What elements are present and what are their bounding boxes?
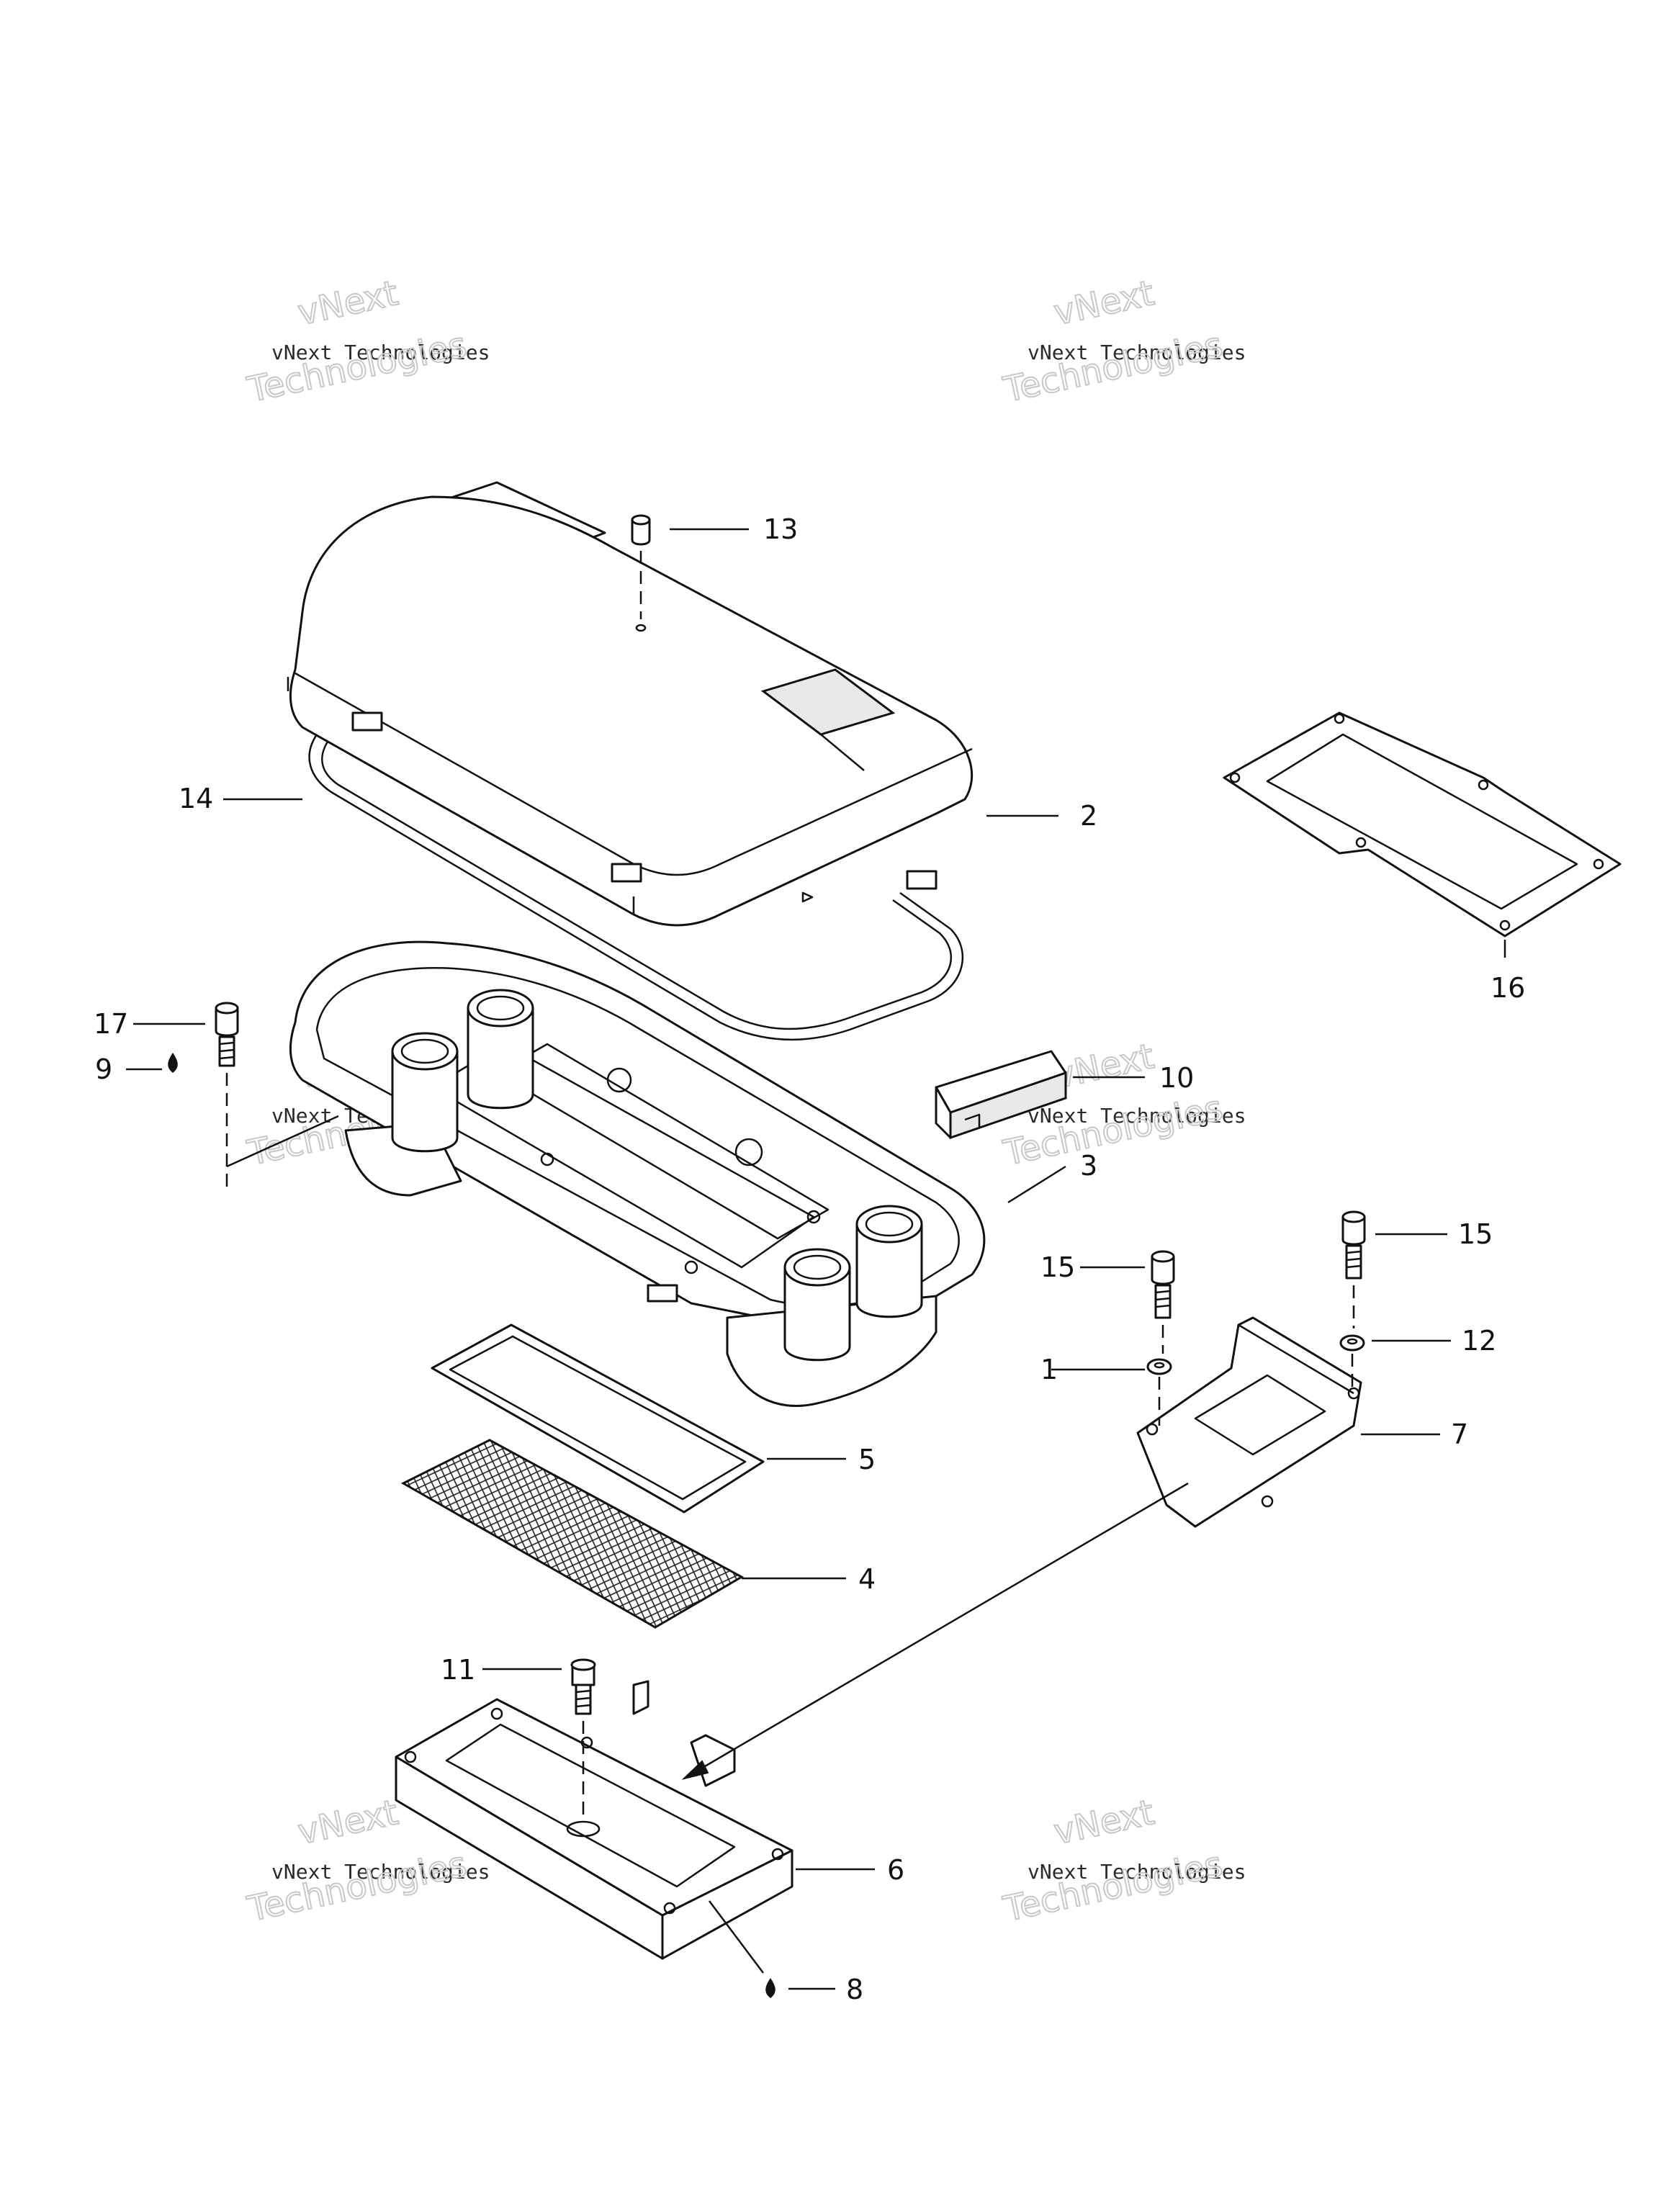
callout-15-right: 15 (1458, 1218, 1493, 1250)
svg-text:Technologies: Technologies (244, 1844, 470, 1930)
plug-part-13 (631, 514, 651, 632)
callout-15-left: 15 (1040, 1251, 1075, 1283)
leader-lines (126, 528, 1506, 1990)
svg-text:vNext: vNext (295, 1792, 402, 1853)
svg-text:Technologies: Technologies (244, 325, 470, 410)
callout-10: 10 (1159, 1062, 1194, 1094)
thread-locker-drop-icon-9 (168, 1053, 178, 1073)
svg-text:vNext Technologies: vNext Technologies (271, 1860, 490, 1884)
cover-part-2 (287, 481, 974, 927)
callout-8: 8 (846, 1974, 863, 2005)
svg-text:vNext: vNext (1051, 1792, 1158, 1853)
tray-part-6 (395, 1680, 793, 1960)
base-part-3 (289, 940, 986, 1407)
lockwasher-part-12 (1339, 1334, 1365, 1390)
callout-14: 14 (179, 783, 213, 814)
callout-11: 11 (441, 1654, 475, 1686)
callout-5: 5 (858, 1444, 876, 1475)
callout-9: 9 (95, 1053, 112, 1085)
callout-13: 13 (763, 513, 798, 545)
svg-text:vNext Technologies: vNext Technologies (1028, 341, 1246, 364)
callout-7: 7 (1451, 1419, 1468, 1450)
watermark-bottom-right: vNext vNext Technologies Technologies (999, 1791, 1246, 1930)
gasket-part-5 (431, 1323, 765, 1514)
watermark-top-left: vNext vNext Technologies Technologies (243, 272, 490, 411)
filter-part-4 (400, 1439, 745, 1629)
svg-text:Technologies: Technologies (1000, 325, 1226, 410)
seal-part-14 (308, 734, 964, 1041)
callout-6: 6 (887, 1854, 904, 1886)
bracket-part-7 (1136, 1316, 1362, 1528)
svg-text:vNext Technologies: vNext Technologies (1028, 1104, 1246, 1128)
watermark-top-right: vNext vNext Technologies Technologies (999, 272, 1246, 411)
callout-2: 2 (1080, 800, 1097, 832)
svg-text:vNext Technologies: vNext Technologies (271, 341, 490, 364)
callout-17: 17 (94, 1008, 128, 1040)
clip-part-10 (935, 1050, 1067, 1140)
callout-4: 4 (858, 1563, 876, 1595)
callout-16: 16 (1491, 972, 1525, 1004)
screw-part-15-right (1341, 1210, 1366, 1328)
svg-text:vNext: vNext (295, 273, 402, 333)
callout-1: 1 (1040, 1354, 1058, 1385)
gasket-part-16 (1223, 711, 1622, 938)
svg-text:vNext: vNext (1051, 273, 1158, 333)
screw-part-15-left (1151, 1250, 1175, 1354)
screw-part-17 (215, 1002, 339, 1188)
screw-part-11 (570, 1658, 596, 1815)
thread-locker-drop-icon-8 (765, 1978, 775, 1998)
svg-text:Technologies: Technologies (1000, 1844, 1226, 1930)
washer-part-1 (1146, 1358, 1172, 1426)
svg-text:vNext Technologies: vNext Technologies (1028, 1860, 1246, 1884)
callout-3: 3 (1080, 1150, 1097, 1182)
callout-12: 12 (1462, 1325, 1496, 1357)
